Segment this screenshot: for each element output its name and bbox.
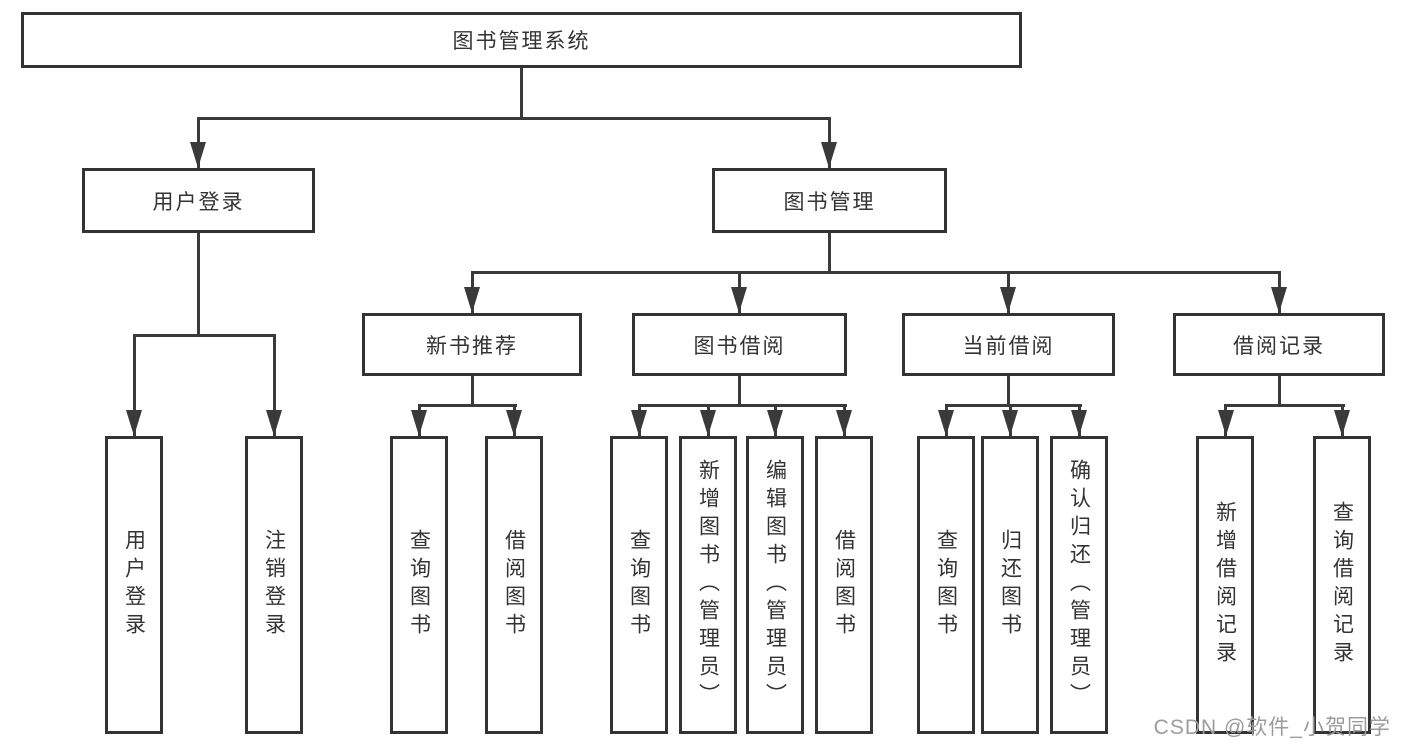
leaf-return-books: 归还图书 [981, 436, 1039, 734]
leaf-confirm-return-admin: 确认归还（管理员） [1050, 436, 1108, 734]
leaf-borrow-books-recommend: 借阅图书 [485, 436, 543, 734]
node-label: 用户登录 [122, 529, 146, 641]
leaf-borrow-books-borrowing: 借阅图书 [815, 436, 873, 734]
node-label: 用户登录 [152, 190, 245, 214]
node-book-management: 图书管理 [712, 168, 947, 233]
connector-line [638, 404, 847, 407]
leaf-query-books-current: 查询图书 [917, 436, 975, 734]
node-book-borrowing: 图书借阅 [632, 313, 847, 376]
node-label: 查询图书 [934, 529, 958, 641]
node-library-management-system: 图书管理系统 [21, 12, 1022, 68]
connector-line [945, 404, 1082, 407]
connector-line [471, 271, 1281, 274]
node-label: 当前借阅 [962, 334, 1055, 358]
connector-line [1224, 404, 1345, 407]
arrowhead-down-icon [836, 410, 852, 436]
node-label: 确认归还（管理员） [1067, 459, 1091, 711]
arrowhead-down-icon [1218, 410, 1234, 436]
node-user-login: 用户登录 [82, 168, 315, 233]
arrowhead-down-icon [1334, 410, 1350, 436]
node-label: 新书推荐 [426, 334, 518, 358]
arrowhead-down-icon [266, 410, 282, 436]
arrowhead-down-icon [938, 410, 954, 436]
node-label: 图书管理系统 [452, 30, 591, 53]
connector-line [1278, 376, 1281, 407]
node-label: 归还图书 [998, 529, 1022, 641]
node-new-book-recommendation: 新书推荐 [362, 313, 582, 376]
node-label: 图书借阅 [693, 334, 786, 358]
node-label: 借阅图书 [832, 529, 856, 641]
arrowhead-down-icon [1002, 410, 1018, 436]
node-label: 借阅记录 [1233, 334, 1325, 358]
arrowhead-down-icon [126, 410, 142, 436]
arrowhead-down-icon [411, 410, 427, 436]
leaf-logout: 注销登录 [245, 436, 303, 734]
connector-line [197, 117, 831, 120]
node-label: 图书管理 [783, 190, 876, 214]
connector-line [471, 376, 474, 407]
leaf-query-books-borrowing: 查询图书 [610, 436, 668, 734]
watermark-text: CSDN @软件_小贺同学 [1153, 716, 1391, 739]
arrowhead-down-icon [190, 142, 206, 168]
arrowhead-down-icon [1071, 410, 1087, 436]
arrowhead-down-icon [731, 287, 747, 313]
leaf-edit-book-admin: 编辑图书（管理员） [746, 436, 804, 734]
connector-line [520, 68, 523, 120]
node-label: 注销登录 [262, 529, 286, 641]
node-label: 编辑图书（管理员） [763, 459, 787, 711]
arrowhead-down-icon [506, 410, 522, 436]
node-label: 借阅图书 [502, 529, 526, 641]
connector-line [273, 334, 276, 436]
arrowhead-down-icon [821, 142, 837, 168]
connector-line [418, 404, 517, 407]
leaf-query-books-recommend: 查询图书 [390, 436, 448, 734]
arrowhead-down-icon [767, 410, 783, 436]
node-label: 查询借阅记录 [1330, 501, 1354, 669]
node-label: 查询图书 [407, 529, 431, 641]
arrowhead-down-icon [1271, 287, 1287, 313]
connector-line [133, 334, 276, 337]
arrowhead-down-icon [631, 410, 647, 436]
arrowhead-down-icon [1000, 287, 1016, 313]
arrowhead-down-icon [464, 287, 480, 313]
node-borrowing-records: 借阅记录 [1173, 313, 1385, 376]
node-label: 新增图书（管理员） [696, 459, 720, 711]
leaf-query-borrow-record: 查询借阅记录 [1313, 436, 1371, 734]
connector-line [738, 376, 741, 407]
leaf-add-borrow-record: 新增借阅记录 [1196, 436, 1254, 734]
leaf-user-login: 用户登录 [105, 436, 163, 734]
connector-line [133, 334, 136, 436]
node-current-borrowing: 当前借阅 [902, 313, 1115, 376]
connector-line [828, 233, 831, 274]
arrowhead-down-icon [700, 410, 716, 436]
node-label: 查询图书 [627, 529, 651, 641]
leaf-add-book-admin: 新增图书（管理员） [679, 436, 737, 734]
connector-line [197, 233, 200, 337]
node-label: 新增借阅记录 [1213, 501, 1237, 669]
connector-line [1007, 376, 1010, 407]
